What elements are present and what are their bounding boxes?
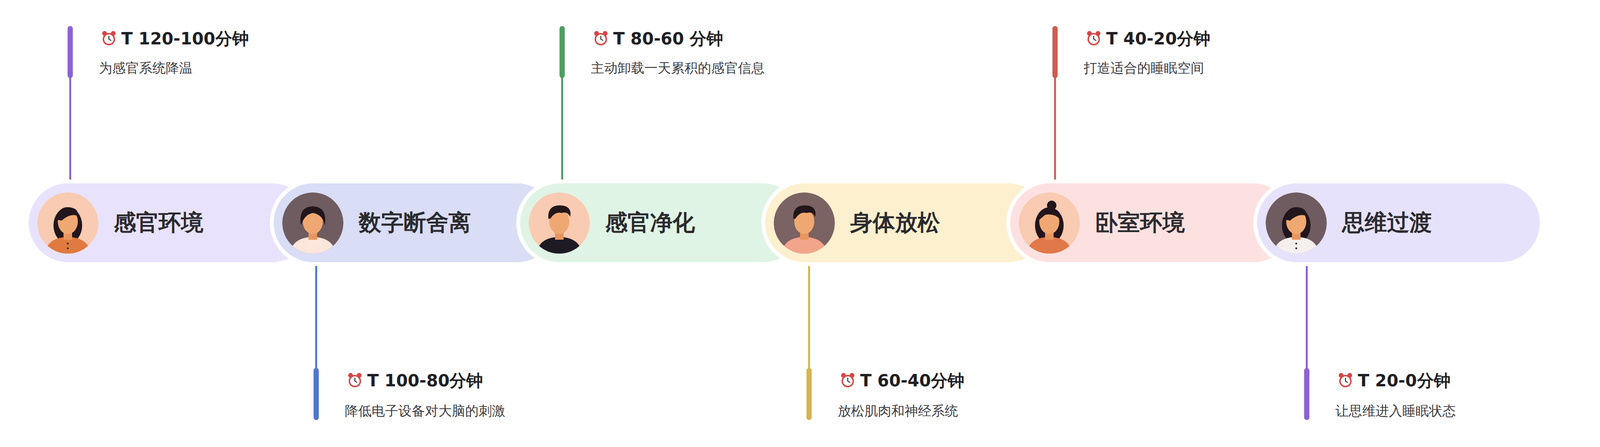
band-title: 感官净化 bbox=[605, 207, 695, 238]
callout-description: 降低电子设备对大脑的刺激 bbox=[344, 402, 506, 421]
band-title: 思维过渡 bbox=[1342, 207, 1432, 238]
alarm-clock-icon bbox=[346, 372, 363, 389]
person-avatar bbox=[773, 192, 836, 255]
band-title: 感官环境 bbox=[113, 207, 204, 238]
callout-description: 放松肌肉和神经系统 bbox=[837, 402, 959, 421]
alarm-clock-icon bbox=[592, 30, 609, 47]
callout-time: T 40-20分钟 bbox=[1106, 27, 1211, 51]
band-title: 身体放松 bbox=[850, 207, 940, 238]
person-avatar bbox=[281, 192, 344, 255]
alarm-clock-icon bbox=[100, 30, 118, 47]
band-title: 卧室环境 bbox=[1095, 207, 1185, 238]
timeline-band: 思维过渡 bbox=[1253, 179, 1544, 267]
person-avatar bbox=[1018, 192, 1081, 255]
callout-description: 为感官系统降温 bbox=[98, 59, 193, 78]
callout-time: T 60-40分钟 bbox=[860, 369, 965, 393]
callout-time: T 120-100分钟 bbox=[121, 27, 249, 51]
alarm-clock-icon bbox=[839, 372, 856, 389]
callout-description: 主动卸载一天累积的感官信息 bbox=[590, 59, 765, 78]
band-title: 数字断舍离 bbox=[358, 207, 471, 238]
alarm-clock-icon bbox=[1085, 30, 1102, 47]
callout-time: T 100-80分钟 bbox=[367, 369, 483, 393]
callout-time: T 20-0分钟 bbox=[1357, 369, 1451, 393]
callout-description: 打造适合的睡眠空间 bbox=[1083, 59, 1205, 78]
callout-time: T 80-60 分钟 bbox=[613, 27, 724, 51]
person-avatar bbox=[528, 192, 591, 255]
alarm-clock-icon bbox=[1337, 372, 1354, 389]
person-avatar bbox=[36, 192, 99, 255]
callout-description: 让思维进入睡眠状态 bbox=[1335, 402, 1456, 421]
person-avatar bbox=[1265, 192, 1328, 255]
